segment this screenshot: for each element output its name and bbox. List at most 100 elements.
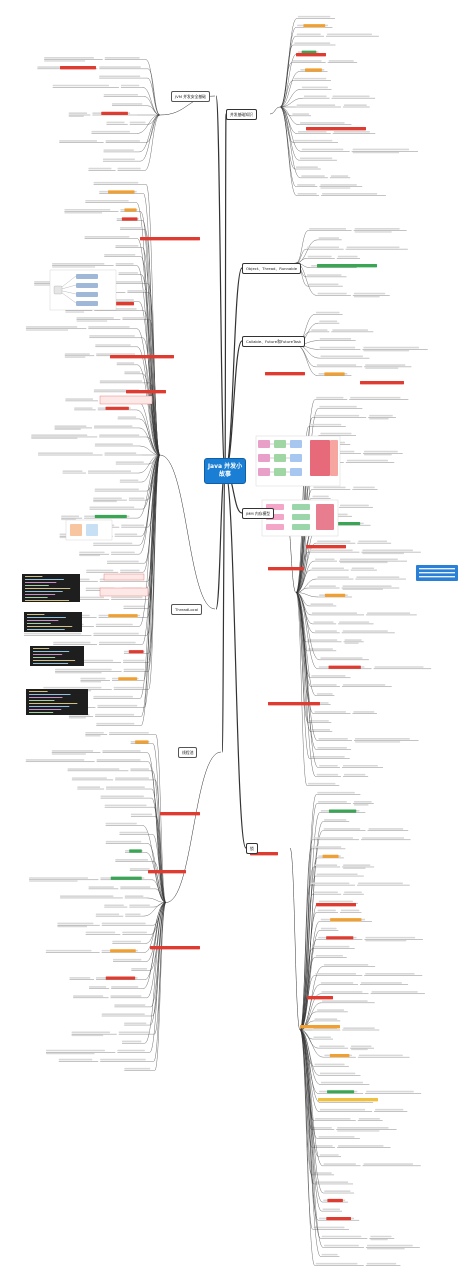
leaf-text-bar — [96, 722, 135, 725]
leaf-text-bar — [324, 1244, 359, 1247]
leaf-text-bar — [46, 1049, 105, 1052]
topic-object-thread-runnable[interactable]: Object、Thread、Runnable — [242, 263, 302, 274]
leaf-text-bar — [333, 130, 370, 133]
leaf-text-bar — [353, 711, 375, 713]
code-line — [29, 694, 71, 695]
topic-concurrency-basics[interactable]: 并发基础知识 — [226, 109, 257, 120]
leaf-text-bar — [31, 434, 88, 436]
leaf-text-bar — [313, 1226, 345, 1229]
leaf-text-bar — [93, 181, 139, 184]
leaf-text-bar — [366, 1244, 413, 1247]
highlight-tag — [121, 217, 138, 221]
leaf-text-bar — [23, 632, 82, 635]
leaf-text-bar — [343, 864, 371, 866]
leaf-text-bar — [307, 782, 336, 785]
leaf-text-bar — [85, 199, 129, 202]
leaf-text-bar — [111, 986, 139, 988]
leaf-text-bar — [342, 588, 383, 591]
leaf-text-bar — [320, 184, 357, 186]
annotation-tag — [360, 381, 404, 385]
topic-locks[interactable]: 锁 — [246, 843, 258, 854]
leaf-text-bar — [120, 569, 140, 572]
annotation-tag — [300, 1025, 340, 1029]
leaf-text-bar — [319, 338, 352, 340]
leaf-text-bar — [352, 151, 400, 154]
leaf-text-bar — [324, 819, 347, 821]
topic-jmm[interactable]: JMM 内存模型 — [242, 508, 275, 519]
highlight-tag — [110, 876, 142, 880]
leaf-text-bar — [320, 657, 363, 659]
leaf-connector-line — [299, 1029, 321, 1257]
topic-threadpool[interactable]: 线程池 — [178, 747, 198, 758]
highlight-tag — [124, 208, 137, 212]
leaf-text-bar — [358, 1117, 380, 1120]
leaf-text-bar — [319, 764, 338, 767]
leaf-text-bar — [61, 515, 80, 518]
leaf-connector-line — [137, 454, 161, 519]
leaf-connector-line — [142, 220, 161, 456]
sub-branch-line — [165, 751, 222, 903]
leaf-text-bar — [337, 1127, 389, 1129]
leaf-connector-line — [143, 902, 167, 917]
leaf-connector-line — [299, 1029, 319, 1049]
code-line — [29, 697, 63, 698]
leaf-text-bar — [294, 77, 327, 80]
leaf-text-bar — [338, 1145, 384, 1147]
diagram-block — [70, 524, 82, 536]
leaf-text-bar — [343, 104, 367, 106]
leaf-text-bar — [71, 1034, 104, 1037]
leaf-connector-line — [299, 1011, 317, 1031]
leaf-connector-line — [279, 106, 301, 152]
leaf-connector-line — [279, 106, 297, 134]
leaf-text-bar — [85, 735, 101, 737]
info-box-text — [419, 576, 455, 578]
leaf-text-bar — [292, 113, 310, 115]
leaf-text-bar — [315, 1262, 358, 1265]
leaf-text-bar — [313, 414, 360, 417]
leaf-text-bar — [315, 973, 357, 975]
leaf-text-bar — [315, 311, 340, 314]
topic-threadlocal[interactable]: ThreadLocal — [171, 604, 203, 615]
leaf-text-bar — [109, 731, 149, 734]
leaf-text-bar — [316, 364, 357, 366]
leaf-text-bar — [296, 166, 318, 168]
leaf-connector-line — [295, 230, 309, 264]
leaf-text-bar — [367, 612, 411, 614]
leaf-text-bar — [316, 396, 344, 399]
info-box-text — [419, 568, 455, 570]
diagram-side-block — [330, 440, 338, 476]
leaf-text-bar — [330, 175, 349, 177]
leaf-text-bar — [294, 139, 333, 142]
leaf-text-bar — [130, 813, 153, 816]
diagram-block — [258, 440, 270, 448]
diagram-block — [292, 504, 310, 510]
leaf-text-bar — [74, 596, 105, 599]
leaf-text-bar — [363, 349, 410, 352]
leaf-text-bar — [299, 157, 333, 160]
leaf-text-bar — [339, 561, 388, 564]
leaf-text-bar — [312, 684, 337, 686]
leaf-connector-line — [148, 454, 161, 690]
highlight-tag — [94, 514, 127, 519]
topic-jvm-safety[interactable]: JVM 并发安全基础 — [171, 91, 210, 102]
leaf-text-bar — [319, 1072, 356, 1075]
leaf-text-bar — [366, 1262, 397, 1265]
leaf-connector-line — [299, 975, 315, 1031]
leaf-text-bar — [79, 551, 105, 554]
leaf-text-bar — [317, 292, 347, 295]
code-line — [29, 709, 62, 710]
annotation-tag — [110, 355, 174, 359]
leaf-text-bar — [332, 329, 368, 331]
leaf-text-bar — [125, 913, 141, 916]
leaf-connector-line — [295, 592, 318, 669]
leaf-text-bar — [29, 880, 78, 882]
leaf-text-bar — [128, 497, 145, 500]
leaf-text-bar — [100, 1058, 146, 1061]
leaf-text-bar — [344, 642, 359, 644]
leaf-text-bar — [54, 425, 87, 427]
leaf-text-bar — [55, 671, 102, 674]
center-topic[interactable]: Java 并发小故事 — [204, 458, 246, 484]
leaf-text-bar — [100, 795, 144, 798]
topic-callable-future[interactable]: Callable、Future和FutureTask — [242, 336, 306, 347]
leaf-text-bar — [319, 405, 357, 408]
